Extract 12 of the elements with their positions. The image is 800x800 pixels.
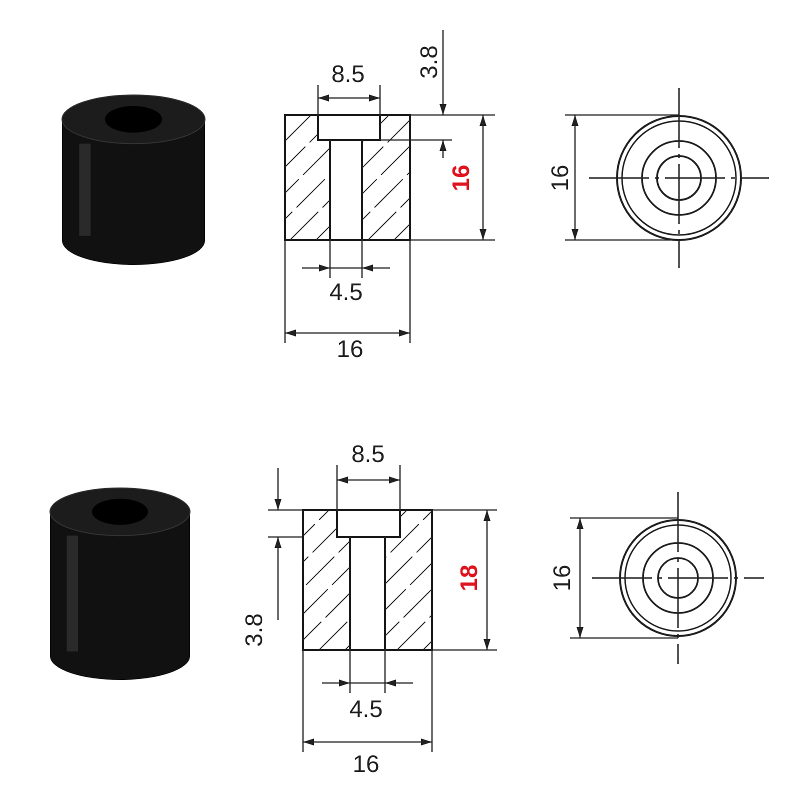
dimension-value: 4.5 [329,281,363,305]
dimension-value: 16 [549,164,573,192]
dimension-value: 16 [551,564,575,592]
dimension-value: 16 [450,164,474,192]
dimension-value: 8.5 [331,63,365,87]
dimension-value: 16 [336,338,364,362]
dimension-value: 18 [458,564,482,592]
dimension-value: 16 [352,753,380,777]
dimension-value: 8.5 [351,443,385,467]
dimension-value: 3.8 [418,45,442,79]
dimension-value: 4.5 [349,698,383,722]
dimension-value: 3.8 [243,613,267,647]
